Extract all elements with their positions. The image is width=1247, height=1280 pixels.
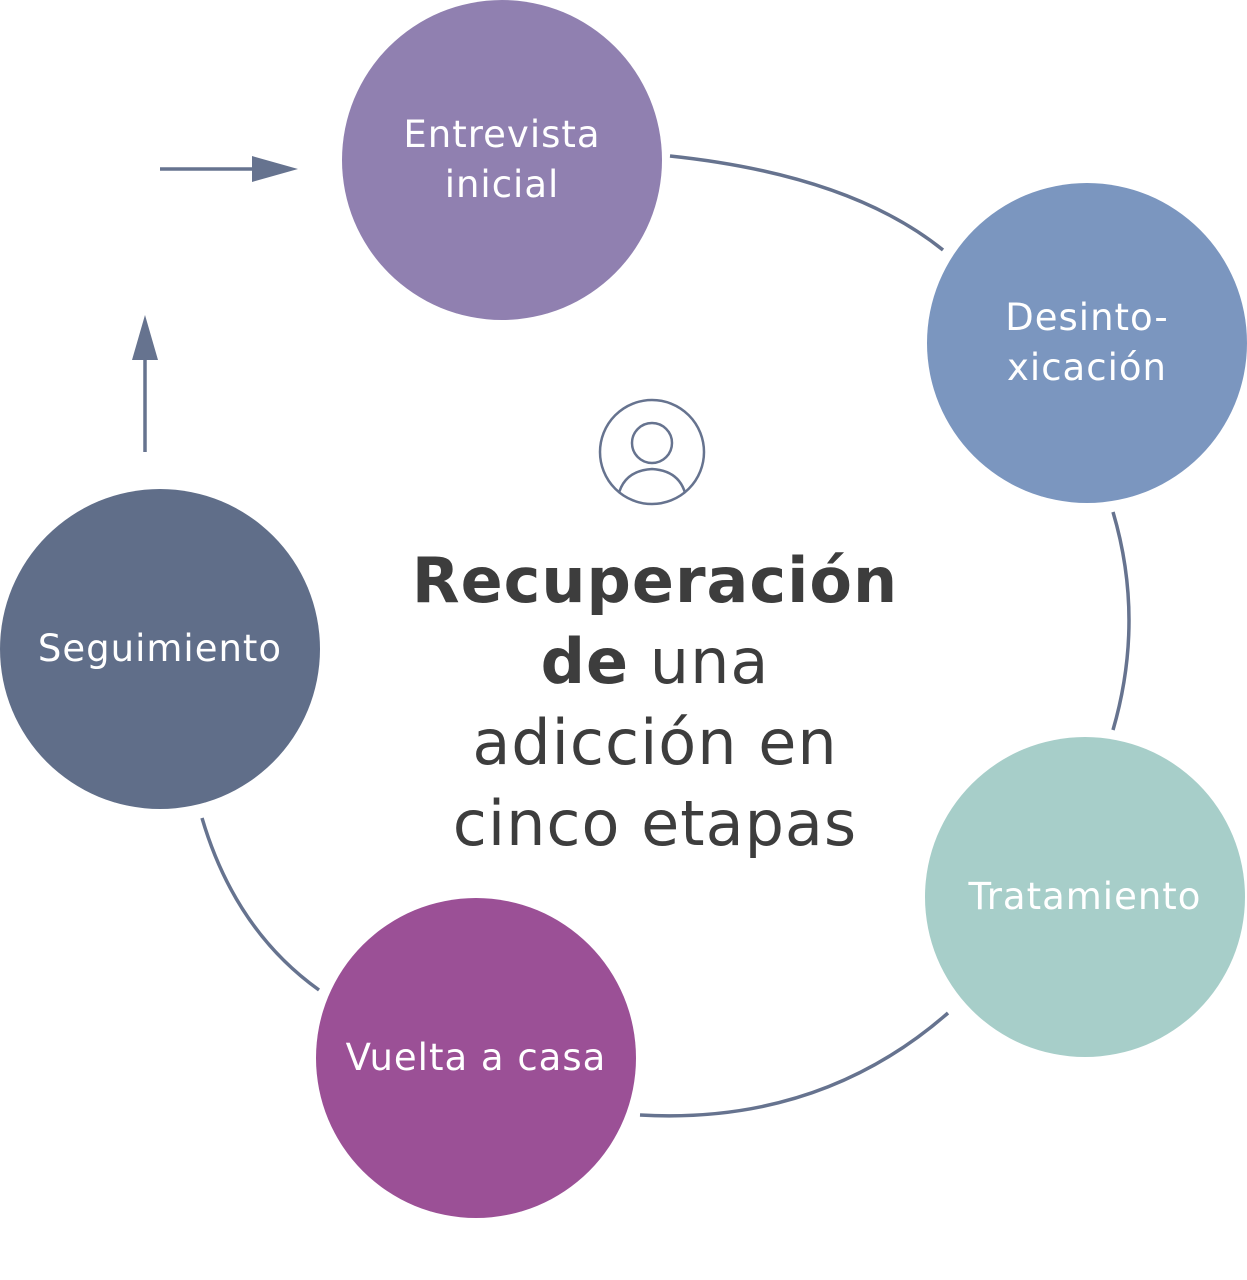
stage-label-vuelta-a-casa: Vuelta a casa <box>345 1036 607 1079</box>
stage-vuelta-a-casa: Vuelta a casa <box>316 898 636 1218</box>
title-line-1: Recuperación <box>411 544 899 617</box>
stage-label-desintoxicacion: Desinto- xicación <box>1005 296 1169 389</box>
connector-entrevista-desinto <box>669 154 945 252</box>
arrow-up-head <box>132 315 158 360</box>
arrow-right-head <box>252 156 298 182</box>
stage-desintoxicacion: Desinto- xicación <box>927 183 1247 503</box>
stage-label-seguimiento: Seguimiento <box>37 627 283 670</box>
stage-label-entrevista-inicial: Entrevista inicial <box>403 113 601 206</box>
stage-tratamiento: Tratamiento <box>925 737 1245 1057</box>
title-line-2: de una <box>540 625 770 698</box>
connector-tratamiento-vuelta <box>639 1011 950 1118</box>
stage-label-tratamiento: Tratamiento <box>968 875 1202 918</box>
stage-entrevista-inicial: Entrevista inicial <box>342 0 662 320</box>
diagram-title: Recuperación de una adicción en cinco et… <box>400 540 910 864</box>
title-line-4: cinco etapas <box>452 787 858 860</box>
person-icon <box>598 398 706 506</box>
connector-desinto-tratamiento <box>1111 511 1131 731</box>
title-line-3: adicción en <box>472 706 838 779</box>
stage-seguimiento: Seguimiento <box>0 489 320 809</box>
connector-vuelta-seguimiento <box>200 817 321 992</box>
